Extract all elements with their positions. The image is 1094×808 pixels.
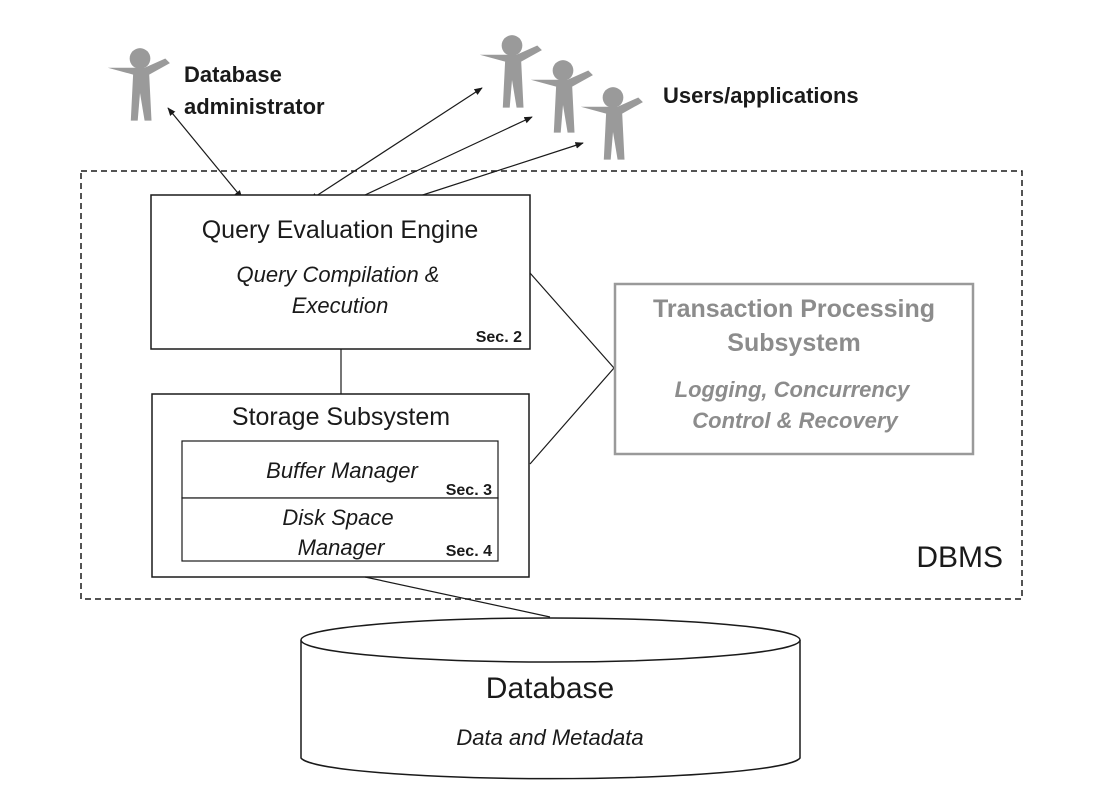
transaction-title-line1: Transaction Processing (653, 295, 935, 323)
admin-person-icon (107, 48, 170, 121)
buffer-manager-section: Sec. 3 (446, 482, 492, 499)
engine-transaction-connector (529, 272, 615, 369)
user-person-icon-2 (530, 60, 593, 133)
query-engine-box (150, 194, 531, 350)
disk-space-manager-box (181, 497, 499, 562)
query-engine-section: Sec. 2 (476, 329, 522, 346)
query-engine-subtitle-line2: Execution (292, 293, 389, 318)
admin-arrow (167, 107, 243, 199)
user-person-icon-1 (479, 35, 542, 108)
users-label: Users/applications (663, 83, 859, 108)
user1-arrow (309, 87, 483, 201)
transaction-subtitle-line1: Logging, Concurrency (675, 377, 911, 402)
buffer-manager-box (181, 440, 499, 499)
transaction-subtitle-line2: Control & Recovery (692, 408, 899, 433)
admin-label-line2: administrator (184, 94, 325, 119)
disk-space-label-line1: Disk Space (282, 505, 393, 530)
admin-label-line1: Database (184, 62, 282, 87)
database-cylinder (300, 617, 801, 780)
disk-space-section: Sec. 4 (446, 543, 492, 560)
transaction-title-line2: Subsystem (727, 329, 860, 357)
storage-title: Storage Subsystem (232, 403, 450, 431)
database-subtitle: Data and Metadata (456, 725, 643, 750)
database-title: Database (486, 672, 614, 705)
query-engine-subtitle-line1: Query Compilation & (237, 262, 440, 287)
disk-space-label-line2: Manager (298, 535, 387, 560)
storage-transaction-connector (529, 367, 615, 465)
query-engine-title: Query Evaluation Engine (202, 216, 479, 244)
dbms-boundary (80, 170, 1023, 600)
buffer-manager-label: Buffer Manager (266, 458, 419, 483)
user3-arrow (397, 142, 584, 204)
user-person-icon-3 (580, 87, 643, 160)
storage-database-connector (364, 576, 551, 618)
transaction-box (613, 282, 975, 456)
dbms-label: DBMS (916, 541, 1003, 574)
